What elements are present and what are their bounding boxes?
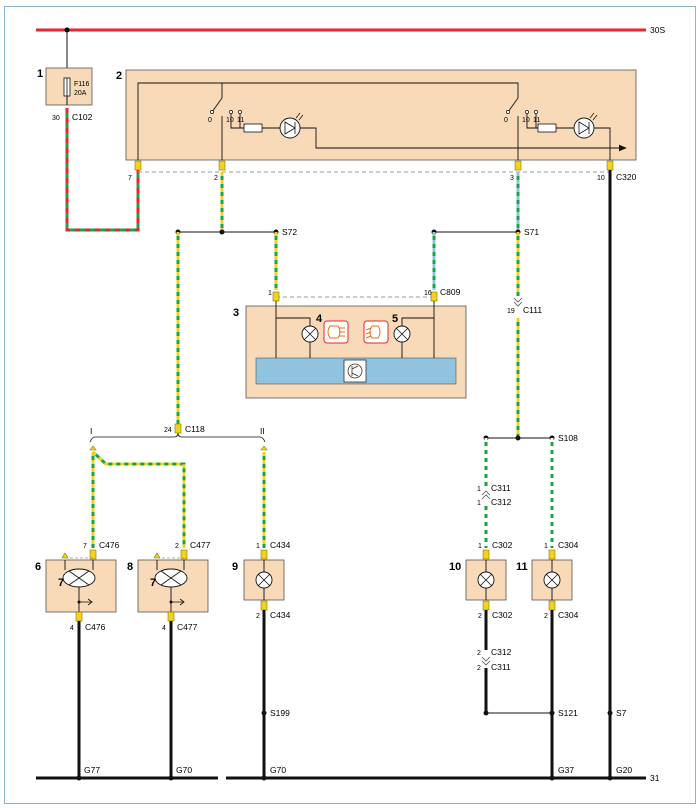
component-7b-label: 7 <box>150 577 156 589</box>
switch-2-lever <box>507 97 519 113</box>
pin-c311-bottom: 2 <box>477 665 481 672</box>
connector-c477-bottom: C477 <box>177 622 198 632</box>
pin-c476-top: 7 <box>83 543 87 550</box>
component-6-label: 6 <box>35 561 41 573</box>
rail-31-label: 31 <box>650 773 660 783</box>
branch-bracket <box>89 432 266 443</box>
pin-1: 1 <box>268 290 272 297</box>
component-11-label: 11 <box>516 561 528 573</box>
pin-c304-bottom: 2 <box>544 613 548 620</box>
connector-c312-bottom: C312 <box>491 647 512 657</box>
pin-c434-bottom: 2 <box>256 613 260 620</box>
pin-10: 10 <box>597 175 605 182</box>
pin-19: 19 <box>507 308 515 315</box>
ground-g37: G37 <box>558 765 574 775</box>
connector-c312-symbol <box>481 656 491 666</box>
pin-3: 3 <box>510 175 514 182</box>
pin-c312-bottom: 2 <box>477 650 481 657</box>
pin-30: 30 <box>52 115 60 122</box>
wire-to-c477 <box>91 450 186 548</box>
connector-c304-bottom: C304 <box>558 610 579 620</box>
pin-c434-top: 1 <box>256 543 260 550</box>
splice-s7: S7 <box>616 708 627 718</box>
component-3-label: 3 <box>233 307 239 319</box>
pin-24: 24 <box>164 427 172 434</box>
switch-1-pos-10: 10 <box>226 117 234 124</box>
fuse-name: F116 <box>74 81 90 88</box>
switch-1-lever <box>211 97 223 113</box>
pin-16: 16 <box>424 290 432 297</box>
component-5-label: 5 <box>392 313 398 325</box>
component-4-label: 4 <box>316 313 323 325</box>
switch-module <box>125 69 637 161</box>
connector-c476-bottom: C476 <box>85 622 106 632</box>
switch-1-pos-0: 0 <box>208 117 212 124</box>
branch-ii-label: II <box>260 426 265 436</box>
ground-g20: G20 <box>616 765 632 775</box>
connector-c311-bottom: C311 <box>491 662 511 672</box>
connector-c302-top: C302 <box>492 540 513 550</box>
frame-border <box>4 6 696 804</box>
connector-c809: C809 <box>440 287 461 297</box>
connector-c311-top: C311 <box>491 483 511 493</box>
pin-c302-top: 1 <box>478 543 482 550</box>
pin-c476-bottom: 4 <box>70 625 74 632</box>
indicator-led-1-icon <box>279 117 301 139</box>
ground-g70-right: G70 <box>270 765 286 775</box>
rail-30s-label: 30S <box>650 25 665 35</box>
component-2-label: 2 <box>116 70 122 82</box>
connector-c111-symbol <box>513 297 523 307</box>
connector-c302-bottom: C302 <box>492 610 513 620</box>
transistor-icon <box>347 363 363 379</box>
switch-2-pos-10: 10 <box>522 117 530 124</box>
connector-c102: C102 <box>72 112 93 122</box>
switch-1-pos-11: 11 <box>237 117 244 124</box>
splice-s71-label: S71 <box>524 227 539 237</box>
fuse-rating: 20A <box>74 90 87 97</box>
splice-s121: S121 <box>558 708 578 718</box>
connector-c312-top: C312 <box>491 497 512 507</box>
pin-c302-bottom: 2 <box>478 613 482 620</box>
connector-c118: C118 <box>185 424 205 434</box>
front-fog-icon <box>363 320 389 344</box>
splice-s72-label: S72 <box>282 227 297 237</box>
resistor-2 <box>537 123 557 133</box>
splice-s108-label: S108 <box>558 433 578 443</box>
pin-7: 7 <box>128 175 132 182</box>
ground-g77: G77 <box>84 765 100 775</box>
component-8-label: 8 <box>127 561 133 573</box>
connector-c477-top: C477 <box>190 540 211 550</box>
resistor-1 <box>243 123 263 133</box>
pin-2: 2 <box>214 175 218 182</box>
connector-c304-top: C304 <box>558 540 579 550</box>
component-9-label: 9 <box>232 561 238 573</box>
pin-c312-top: 1 <box>477 500 481 507</box>
pin-c311-top: 1 <box>477 486 481 493</box>
component-10-label: 10 <box>449 561 461 573</box>
indicator-led-2-icon <box>573 117 595 139</box>
connector-c111: C111 <box>523 305 542 315</box>
connector-c434-bottom: C434 <box>270 610 291 620</box>
pin-c304-top: 1 <box>544 543 548 550</box>
connector-c311-symbol <box>481 490 491 500</box>
connector-c320: C320 <box>616 172 637 182</box>
ground-g70-left: G70 <box>176 765 192 775</box>
connector-c476-top: C476 <box>99 540 120 550</box>
splice-s199: S199 <box>270 708 290 718</box>
branch-i-label: I <box>90 426 92 436</box>
switch-2-pos-0: 0 <box>504 117 508 124</box>
component-1-label: 1 <box>37 68 43 80</box>
component-7a-label: 7 <box>58 577 64 589</box>
pin-c477-bottom: 4 <box>162 625 166 632</box>
connector-c434-top: C434 <box>270 540 291 550</box>
pin-c477-top: 2 <box>175 543 179 550</box>
switch-2-pos-11: 11 <box>533 117 540 124</box>
